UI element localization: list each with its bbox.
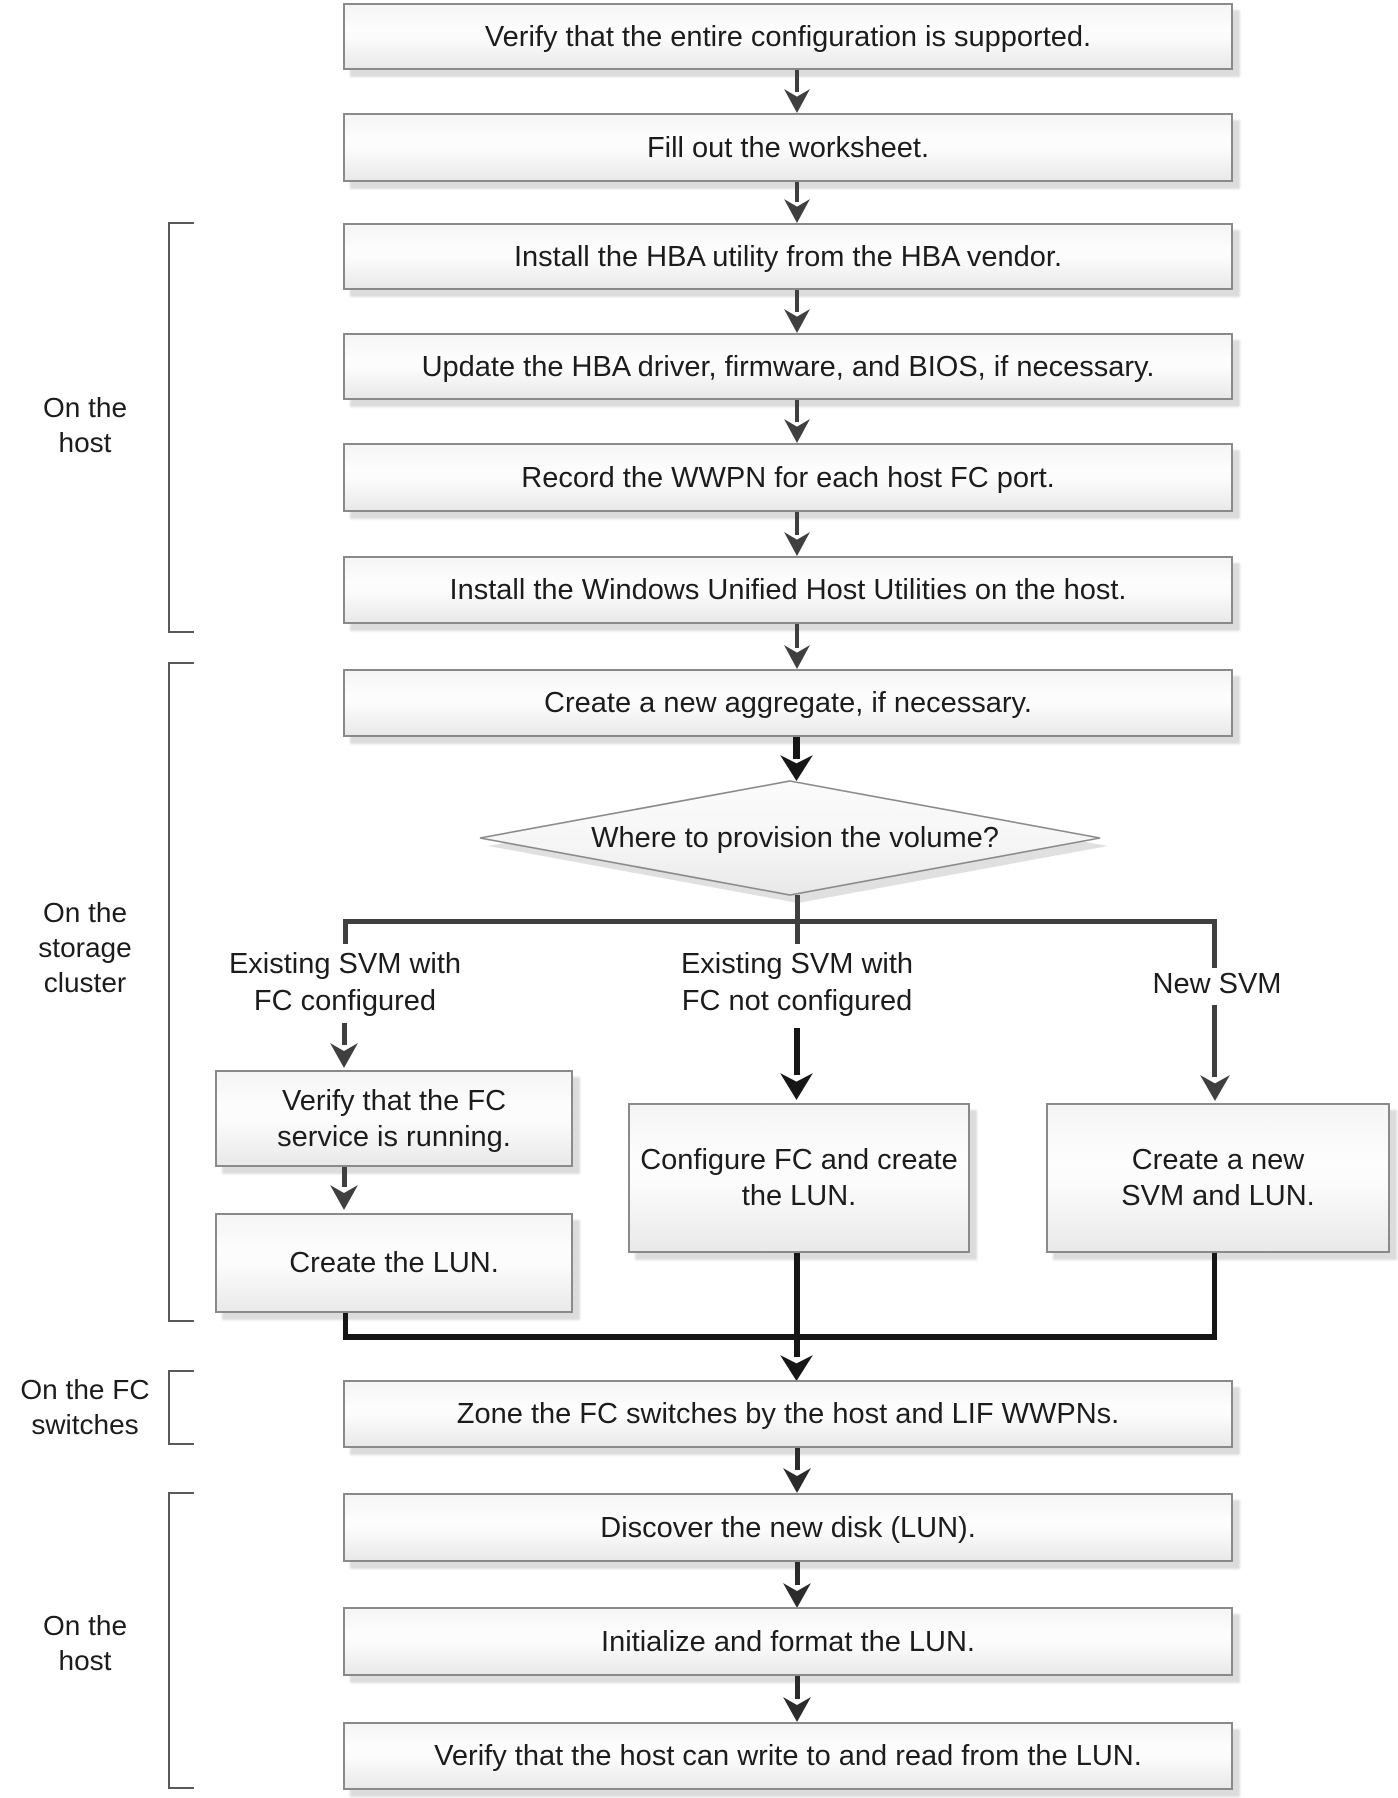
branch-label-line: New SVM bbox=[1152, 968, 1282, 1000]
side-label-line: switches bbox=[31, 1409, 139, 1440]
step-box-zone-fc-switches: Zone the FC switches by the host and LIF… bbox=[343, 1380, 1233, 1448]
step-label: Discover the new disk (LUN). bbox=[600, 1511, 976, 1544]
diamond-shape bbox=[479, 780, 1101, 896]
step-box-update-hba-driver: Update the HBA driver, firmware, and BIO… bbox=[343, 333, 1233, 400]
side-label-line: host bbox=[58, 427, 112, 458]
side-label-on-the-host-top: On the host bbox=[20, 390, 150, 460]
side-label-on-the-host-bottom: On the host bbox=[20, 1608, 150, 1678]
side-label-line: cluster bbox=[43, 967, 127, 998]
down-arrow-icon bbox=[783, 1468, 811, 1493]
branch-label-new-svm: New SVM bbox=[1067, 966, 1367, 1003]
step-label: Initialize and format the LUN. bbox=[601, 1625, 975, 1658]
step-label-line: service is running. bbox=[277, 1120, 511, 1153]
branch-label-line: FC configured bbox=[253, 985, 437, 1017]
flow-arrow-shaft bbox=[794, 1028, 800, 1075]
flow-arrow-shaft bbox=[795, 70, 799, 92]
join-stub-right bbox=[1212, 1253, 1217, 1340]
down-arrow-icon bbox=[1200, 1075, 1230, 1101]
step-label: Update the HBA driver, firmware, and BIO… bbox=[421, 350, 1155, 383]
down-arrow-icon bbox=[784, 309, 810, 333]
branch-label-line: Existing SVM with bbox=[228, 948, 462, 980]
step-label-line: Verify that the FC bbox=[281, 1084, 507, 1117]
down-arrow-icon bbox=[784, 89, 810, 113]
step-label: Create the LUN. bbox=[289, 1247, 499, 1279]
bracket-on-the-fc-switches bbox=[168, 1370, 194, 1445]
flow-arrow-shaft bbox=[1212, 1005, 1217, 1077]
step-box-install-host-utilities: Install the Windows Unified Host Utiliti… bbox=[343, 556, 1233, 624]
side-label-line: On the bbox=[42, 1610, 128, 1641]
flow-arrow-shaft bbox=[795, 182, 799, 202]
flow-arrow-shaft bbox=[795, 512, 799, 535]
side-label-line: On the bbox=[42, 897, 128, 928]
side-label-on-the-fc-switches: On the FC switches bbox=[10, 1372, 160, 1442]
step-label: Record the WWPN for each host FC port. bbox=[521, 461, 1055, 494]
down-arrow-icon bbox=[330, 1043, 358, 1068]
step-label: Zone the FC switches by the host and LIF… bbox=[456, 1398, 1120, 1430]
side-label-line: storage bbox=[38, 932, 132, 963]
step-label-line: Configure FC and create bbox=[640, 1144, 958, 1176]
step-box-verify-configuration: Verify that the entire configuration is … bbox=[343, 3, 1233, 70]
step-label-line: SVM and LUN. bbox=[1121, 1180, 1315, 1212]
side-label-line: On the FC bbox=[20, 1374, 150, 1405]
step-label: Verify that the entire configuration is … bbox=[484, 20, 1092, 53]
step-box-configure-fc-create-lun: Configure FC and create the LUN. bbox=[628, 1103, 970, 1253]
down-arrow-icon bbox=[780, 1073, 813, 1100]
step-label: Verify that the host can write to and re… bbox=[434, 1740, 1142, 1772]
flow-arrow-shaft bbox=[795, 1448, 800, 1470]
branch-label-existing-svm-fc-configured: Existing SVM with FC configured bbox=[195, 946, 495, 1020]
down-arrow-icon bbox=[784, 199, 810, 223]
flow-arrow-shaft bbox=[795, 290, 799, 312]
step-label: Install the Windows Unified Host Utiliti… bbox=[449, 574, 1127, 606]
bracket-on-the-host-top bbox=[168, 222, 194, 633]
down-arrow-icon bbox=[780, 1355, 813, 1381]
branch-join-line bbox=[343, 1334, 1217, 1340]
step-label: Fill out the worksheet. bbox=[646, 131, 930, 164]
step-box-fill-worksheet: Fill out the worksheet. bbox=[343, 113, 1233, 182]
decision-question: Where to provision the volume? bbox=[591, 821, 999, 854]
branch-split-line bbox=[343, 919, 1217, 924]
down-arrow-icon bbox=[783, 1583, 811, 1608]
bracket-on-the-host-bottom bbox=[168, 1492, 194, 1789]
step-label-line: the LUN. bbox=[741, 1180, 857, 1212]
flow-arrow-shaft bbox=[793, 737, 800, 759]
bracket-on-the-storage-cluster bbox=[168, 662, 194, 1322]
branch-stub-right bbox=[1212, 919, 1217, 968]
down-arrow-icon bbox=[330, 1185, 358, 1210]
join-stub-left bbox=[343, 1313, 348, 1340]
flow-arrow-shaft bbox=[795, 624, 799, 648]
step-box-install-hba-utility: Install the HBA utility from the HBA ven… bbox=[343, 223, 1233, 290]
step-label-line: Create a new bbox=[1131, 1144, 1305, 1176]
flow-arrow-shaft bbox=[795, 1562, 800, 1585]
side-label-line: host bbox=[58, 1645, 112, 1676]
side-label-on-the-storage-cluster: On the storage cluster bbox=[15, 895, 155, 1000]
branch-label-line: Existing SVM with bbox=[680, 948, 914, 980]
step-box-create-aggregate: Create a new aggregate, if necessary. bbox=[343, 669, 1233, 737]
flow-arrow-shaft bbox=[342, 1167, 347, 1187]
step-box-create-new-svm-lun: Create a new SVM and LUN. bbox=[1046, 1103, 1390, 1253]
flow-arrow-shaft bbox=[794, 1253, 800, 1357]
flow-arrow-shaft bbox=[795, 1676, 800, 1699]
step-box-record-wwpn: Record the WWPN for each host FC port. bbox=[343, 443, 1233, 512]
step-box-verify-fc-service: Verify that the FC service is running. bbox=[215, 1070, 573, 1167]
flow-arrow-shaft bbox=[795, 400, 799, 422]
step-box-initialize-format-lun: Initialize and format the LUN. bbox=[343, 1607, 1233, 1676]
down-arrow-icon bbox=[784, 645, 810, 669]
branch-stub-left bbox=[343, 919, 348, 944]
branch-label-existing-svm-fc-not-configured: Existing SVM with FC not configured bbox=[647, 946, 947, 1020]
branch-label-line: FC not configured bbox=[681, 985, 913, 1017]
down-arrow-icon bbox=[783, 1697, 811, 1722]
down-arrow-icon bbox=[784, 532, 810, 556]
side-label-line: On the bbox=[42, 392, 128, 423]
flow-arrow-shaft bbox=[342, 1023, 347, 1045]
step-label: Create a new aggregate, if necessary. bbox=[544, 687, 1032, 719]
step-label: Install the HBA utility from the HBA ven… bbox=[513, 240, 1063, 273]
step-box-discover-new-disk: Discover the new disk (LUN). bbox=[343, 1493, 1233, 1562]
step-box-verify-read-write: Verify that the host can write to and re… bbox=[343, 1722, 1233, 1790]
decision-diamond bbox=[479, 780, 1108, 903]
step-box-create-lun: Create the LUN. bbox=[215, 1213, 573, 1313]
down-arrow-icon bbox=[784, 419, 810, 443]
